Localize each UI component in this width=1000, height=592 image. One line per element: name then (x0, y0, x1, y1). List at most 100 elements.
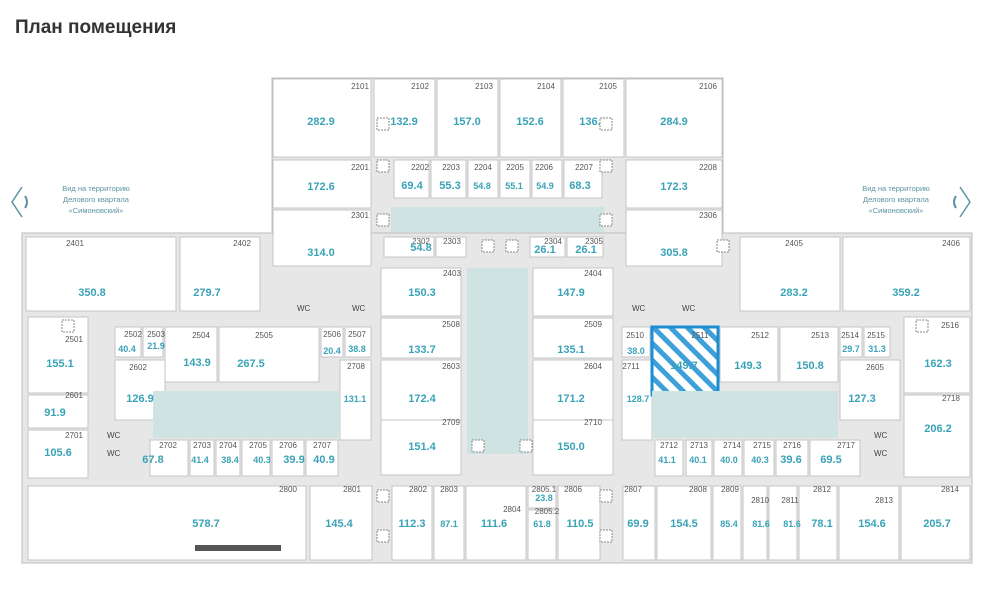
room-number: 2207 (575, 163, 593, 172)
room-area: 55.1 (505, 181, 523, 191)
room-2103[interactable] (436, 78, 499, 158)
room-area: 267.5 (237, 358, 265, 370)
room-2510[interactable] (621, 326, 651, 358)
room-2205[interactable] (499, 159, 531, 199)
room-number: 2206 (535, 163, 553, 172)
room-2808[interactable] (656, 485, 712, 561)
room-2301[interactable] (272, 209, 372, 267)
view-right-eye-icon (953, 195, 957, 209)
room-2404[interactable] (532, 267, 614, 317)
room-area: 81.6 (783, 519, 801, 529)
room-2206[interactable] (531, 159, 563, 199)
room-2202[interactable] (393, 159, 430, 199)
room-2813[interactable] (838, 485, 900, 561)
room-2701[interactable] (27, 429, 89, 479)
room-2805-2[interactable] (527, 509, 557, 561)
room-2711[interactable] (621, 359, 653, 441)
room-2104[interactable] (499, 78, 562, 158)
room-2505[interactable] (218, 326, 320, 383)
room-area: 55.3 (439, 180, 460, 192)
room-2713[interactable] (685, 439, 713, 477)
room-number: 2602 (129, 363, 147, 372)
room-2704[interactable] (215, 439, 241, 477)
room-2406[interactable] (842, 236, 971, 312)
room-2712[interactable] (654, 439, 684, 477)
room-area: 105.6 (44, 447, 72, 459)
room-2705[interactable] (241, 439, 271, 477)
room-2403[interactable] (380, 267, 462, 317)
room-2208[interactable] (625, 159, 723, 209)
room-2514[interactable] (839, 326, 863, 358)
room-2710[interactable] (532, 419, 614, 476)
room-2207[interactable] (563, 159, 603, 199)
room-2204[interactable] (467, 159, 499, 199)
room-2502[interactable] (114, 326, 142, 358)
room-2601[interactable] (27, 394, 89, 429)
room-2715[interactable] (743, 439, 775, 477)
room-area: 314.0 (307, 247, 335, 259)
room-2809[interactable] (712, 485, 742, 561)
room-2807[interactable] (622, 485, 656, 561)
room-2717[interactable] (809, 439, 861, 477)
room-2101[interactable] (272, 78, 372, 158)
room-2401[interactable] (25, 236, 177, 312)
room-2605[interactable] (839, 359, 901, 421)
room-2405[interactable] (739, 236, 841, 312)
room-2303[interactable] (435, 236, 467, 258)
room-2708[interactable] (339, 359, 372, 441)
room-2714[interactable] (713, 439, 743, 477)
room-area: 31.3 (868, 344, 886, 354)
room-2811[interactable] (768, 485, 798, 561)
room-2503[interactable] (142, 326, 164, 358)
room-2504[interactable] (164, 326, 218, 383)
room-2812[interactable] (798, 485, 838, 561)
room-number: 2809 (721, 485, 739, 494)
room-2402[interactable] (179, 236, 261, 312)
room-number: 2702 (159, 441, 177, 450)
room-2706[interactable] (271, 439, 305, 477)
room-number: 2102 (411, 82, 429, 91)
room-2501[interactable] (27, 316, 89, 394)
room-2515[interactable] (863, 326, 891, 358)
room-2105[interactable] (562, 78, 625, 158)
room-2718[interactable] (903, 394, 971, 478)
room-2702[interactable] (149, 439, 189, 477)
room-2513[interactable] (779, 326, 839, 383)
room-number: 2303 (443, 237, 461, 246)
room-2716[interactable] (775, 439, 809, 477)
atrium-right (652, 391, 838, 438)
room-area: 131.1 (344, 394, 367, 404)
room-2506[interactable] (320, 326, 344, 358)
room-2810[interactable] (742, 485, 768, 561)
room-2707[interactable] (305, 439, 339, 477)
room-2802[interactable] (391, 485, 433, 561)
room-number: 2804 (503, 505, 521, 514)
room-2803[interactable] (433, 485, 465, 561)
room-2302[interactable] (383, 236, 435, 258)
room-number: 2510 (626, 331, 644, 340)
room-2814[interactable] (900, 485, 971, 561)
room-number: 2202 (411, 163, 429, 172)
room-2709[interactable] (380, 419, 462, 476)
room-2106[interactable] (625, 78, 723, 158)
room-2801[interactable] (309, 485, 373, 561)
view-right-arrow-icon (959, 186, 971, 218)
room-2305[interactable] (566, 236, 604, 258)
room-2805-1[interactable] (527, 485, 557, 509)
room-2516[interactable] (903, 316, 971, 394)
room-2804[interactable] (465, 485, 527, 561)
room-2509[interactable] (532, 317, 614, 359)
room-2201[interactable] (272, 159, 372, 209)
room-2512[interactable] (719, 326, 779, 383)
room-2703[interactable] (189, 439, 215, 477)
room-number: 2713 (690, 441, 708, 450)
room-area: 20.4 (323, 346, 341, 356)
room-number: 2805.1 (532, 485, 557, 494)
room-2508[interactable] (380, 317, 462, 359)
room-2304[interactable] (529, 236, 566, 258)
room-area: 54.8 (410, 242, 431, 254)
room-2203[interactable] (430, 159, 467, 199)
room-2507[interactable] (344, 326, 372, 358)
room-2306[interactable] (625, 209, 723, 267)
room-2806[interactable] (557, 485, 601, 561)
